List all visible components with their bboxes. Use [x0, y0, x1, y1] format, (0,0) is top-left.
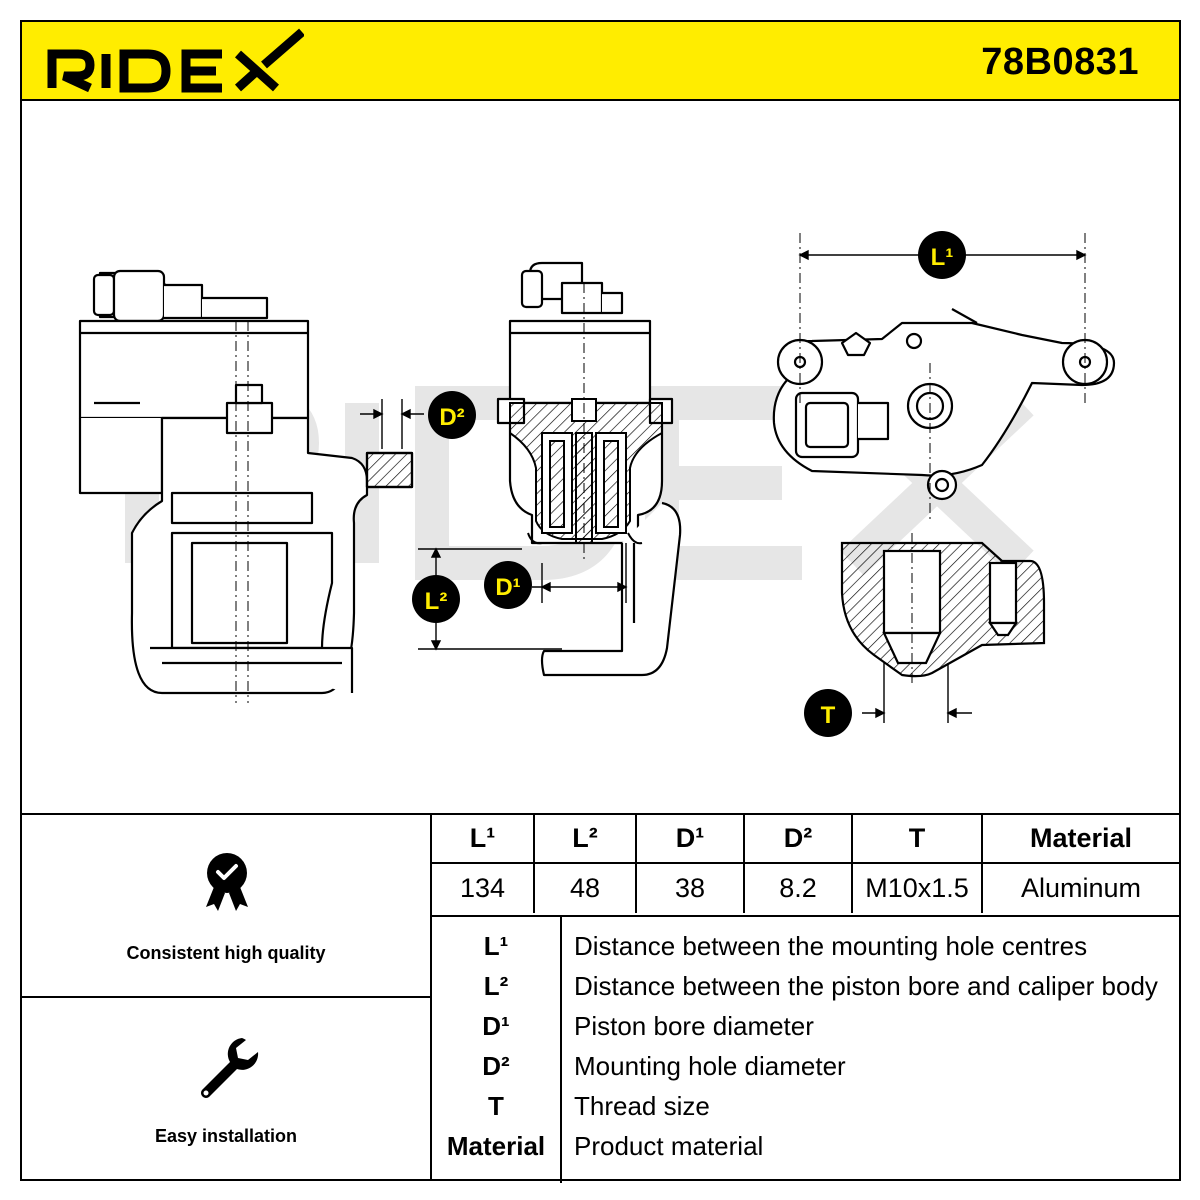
- d2-callout: D²: [428, 391, 476, 439]
- feature-label: Easy installation: [154, 1126, 298, 1146]
- t-dimension: [862, 663, 972, 723]
- spec-header-row: L¹ L² D¹ D² T Material: [432, 815, 1179, 864]
- legend-key: T: [488, 1091, 504, 1121]
- legend-description: Product material: [574, 1131, 764, 1161]
- l2-callout: L²: [412, 575, 460, 623]
- technical-drawing: D²: [22, 103, 1179, 813]
- legend-row: L² Distance between the piston bore and …: [432, 967, 1179, 1007]
- spec-header-l1: L¹: [432, 815, 535, 864]
- spec-table: L¹ L² D¹ D² T Material 134 48 38 8.2 M10…: [432, 815, 1179, 915]
- thread-section: [840, 541, 1046, 678]
- piston-section: [509, 398, 663, 545]
- d1-dimension: [532, 543, 628, 603]
- caliper-side-view: [78, 269, 414, 695]
- legend-description: Piston bore diameter: [574, 1011, 814, 1041]
- spec-header-d2: D²: [744, 815, 853, 864]
- legend-row: D¹ Piston bore diameter: [432, 1007, 1179, 1047]
- svg-text:D²: D²: [439, 404, 464, 431]
- t-callout: T: [804, 689, 852, 737]
- centerlines-right: [799, 233, 1086, 523]
- spec-value-t: M10x1.5: [852, 863, 983, 913]
- feature-quality: Consistent high quality: [22, 815, 430, 998]
- spec-value-material: Aluminum: [1020, 873, 1142, 903]
- header-bar: 78B0831: [22, 22, 1179, 101]
- legend-description: Distance between the piston bore and cal…: [574, 971, 1158, 1001]
- d2-dimension: [360, 399, 424, 449]
- spec-header-l2: L²: [534, 815, 637, 864]
- legend-key: Material: [446, 1131, 546, 1161]
- svg-text:L¹: L¹: [931, 244, 954, 271]
- caliper-drawing: D²: [78, 231, 1116, 737]
- d1-callout: D¹: [484, 561, 532, 609]
- legend-key: L²: [483, 971, 509, 1001]
- l1-callout: L¹: [918, 231, 966, 279]
- legend-row: L¹ Distance between the mounting hole ce…: [432, 927, 1179, 967]
- centerlines-left: [235, 321, 249, 703]
- quality-badge-icon: [206, 853, 248, 911]
- feature-installation: Easy installation: [22, 998, 430, 1181]
- legend-description: Distance between the mounting hole centr…: [574, 931, 1088, 961]
- info-panel: Consistent high quality Easy installatio…: [22, 813, 1179, 1183]
- spec-header-d1: D¹: [636, 815, 745, 864]
- brand-logo: [47, 28, 304, 93]
- svg-text:L²: L²: [425, 588, 448, 615]
- spec-header-t: T: [852, 815, 983, 864]
- wrench-icon: [201, 1038, 259, 1098]
- caliper-top-view: [772, 308, 1116, 501]
- legend-description: Mounting hole diameter: [574, 1051, 846, 1081]
- legend-row: D² Mounting hole diameter: [432, 1047, 1179, 1087]
- legend-table: L¹ Distance between the mounting hole ce…: [432, 915, 1179, 1183]
- datasheet-frame: 78B0831: [20, 20, 1181, 1183]
- spec-value-d1: 38: [636, 863, 745, 913]
- spec-value-l2: 48: [534, 863, 637, 913]
- spec-value-row: 134 48 38 8.2 M10x1.5 Aluminum: [432, 863, 1179, 913]
- feature-panel: Consistent high quality Easy installatio…: [22, 815, 432, 1181]
- legend-key: D¹: [482, 1011, 510, 1041]
- part-number: 78B0831: [981, 41, 1139, 83]
- legend-divider: [560, 917, 562, 1183]
- spec-header-material: Material: [982, 815, 1179, 864]
- legend-key: D²: [482, 1051, 510, 1081]
- legend-row: Material Product material: [432, 1127, 1179, 1167]
- spec-value-l1: 134: [432, 863, 535, 913]
- feature-label: Consistent high quality: [126, 943, 326, 963]
- svg-text:D¹: D¹: [495, 574, 520, 601]
- legend-description: Thread size: [574, 1091, 710, 1121]
- spec-value-d2: 8.2: [744, 863, 853, 913]
- legend-key: L¹: [483, 931, 509, 961]
- svg-text:T: T: [821, 702, 836, 729]
- legend-row: T Thread size: [432, 1087, 1179, 1127]
